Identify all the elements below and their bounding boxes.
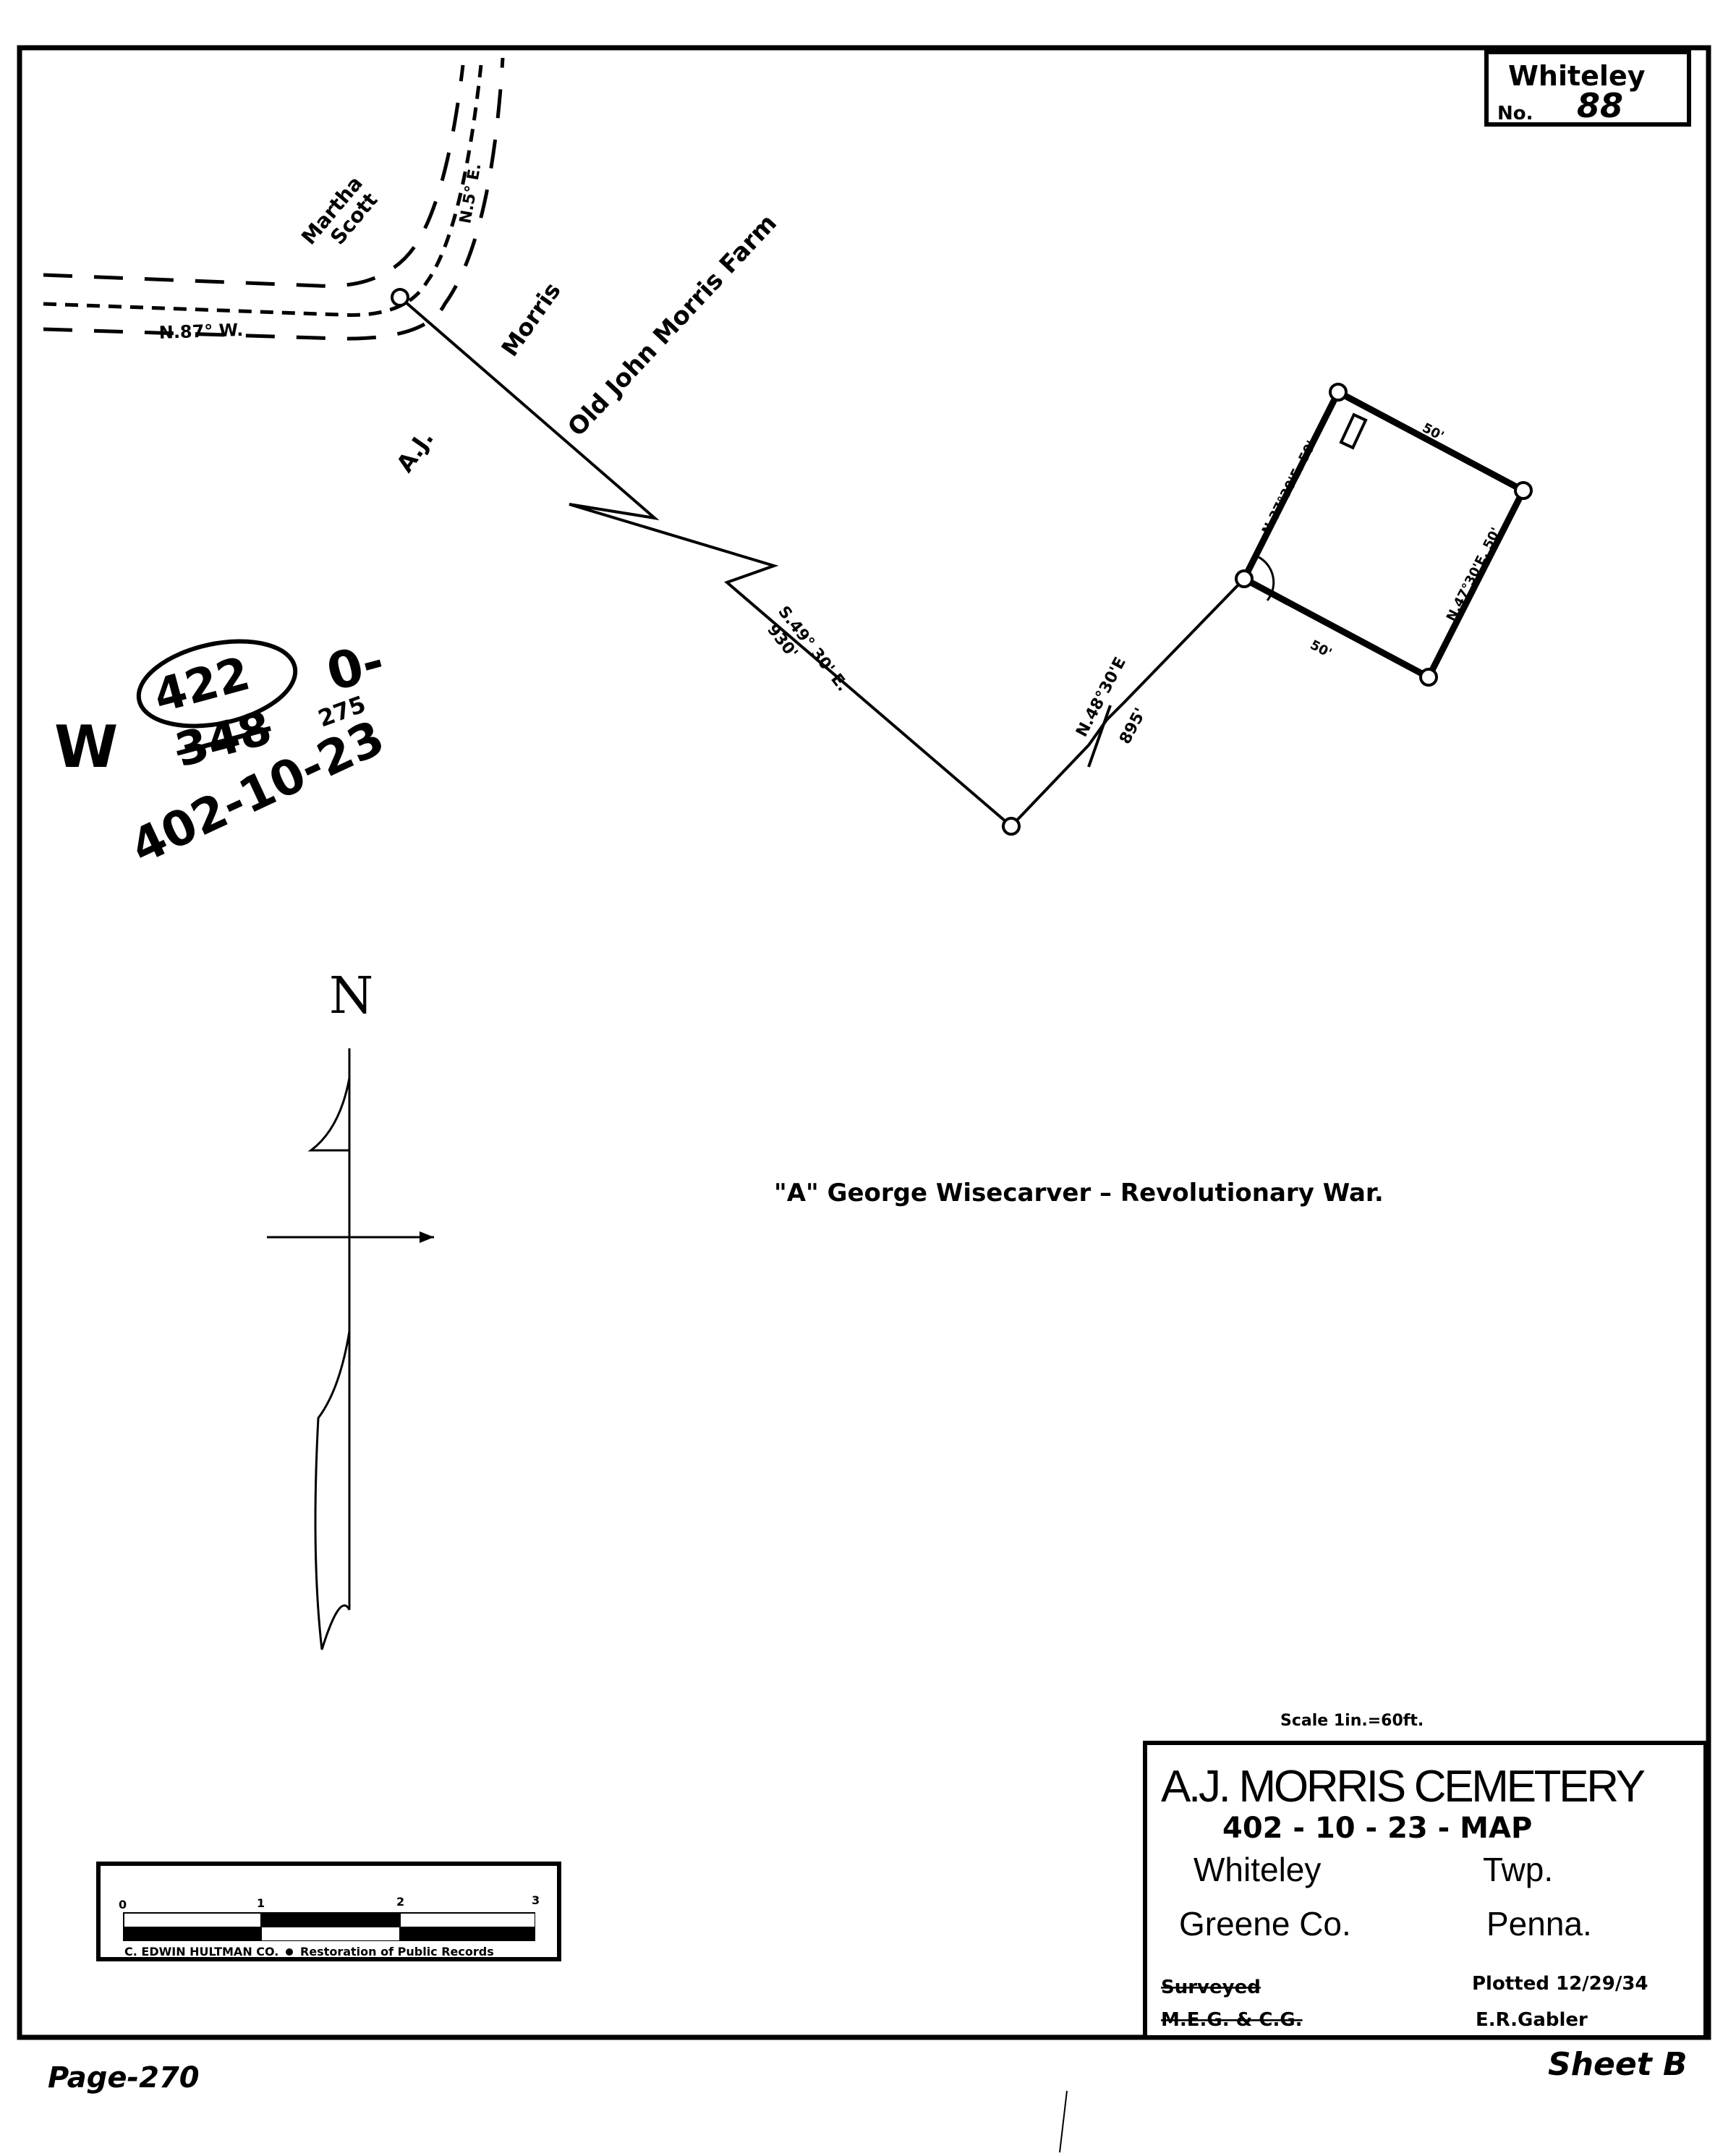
title: A.J. MORRIS CEMETERY: [1161, 1762, 1646, 1812]
morris-label: Morris: [495, 277, 566, 361]
township-label: Whiteley: [1508, 60, 1646, 92]
traverse-line: [399, 296, 1246, 828]
old-farm-label: Old John Morris Farm: [562, 209, 783, 443]
map-code: 402 - 10 - 23 - MAP: [1222, 1812, 1532, 1845]
plotter: E.R.Gabler: [1476, 2009, 1588, 2031]
lot-side-se: N.47°30'E. 50': [1444, 525, 1504, 624]
north-label: N: [329, 966, 373, 1025]
township-number-box: Whiteley No. 88: [1484, 50, 1691, 127]
township: Whiteley: [1194, 1851, 1321, 1888]
sheet-border: [17, 45, 1711, 2040]
scale-tick-0: 0: [119, 1898, 127, 1911]
road: [43, 57, 505, 341]
title-block: A.J. MORRIS CEMETERY 402 - 10 - 23 - MAP…: [1143, 1741, 1708, 2040]
handwritten-annotation: W 422 348 0- 275 402-10-23: [54, 631, 393, 875]
aj-label: A.J.: [391, 425, 438, 477]
state: Penna.: [1486, 1905, 1592, 1943]
sheet-number: 88: [1577, 86, 1623, 125]
stray-mark: [1059, 2090, 1068, 2153]
scale-bar: 0 1 2 3 C. EDWIN HULTMAN CO. Restoration…: [96, 1862, 561, 1961]
lot-side-nw: N.37°30'E. 50': [1259, 438, 1319, 537]
scale-caption-right: Restoration of Public Records: [300, 1945, 494, 1958]
twp: Twp.: [1483, 1851, 1553, 1888]
survey-points: [391, 288, 1533, 836]
plotted: Plotted 12/29/34: [1472, 1973, 1648, 1995]
hand-prefix: W: [54, 713, 118, 781]
cemetery-lot: [1240, 387, 1528, 682]
north-arrow: N: [267, 966, 434, 1650]
county: Greene Co.: [1179, 1905, 1351, 1943]
number-label: No.: [1497, 103, 1533, 124]
scale-text: Scale 1in.=60ft.: [1280, 1712, 1424, 1730]
scale-tick-2: 2: [396, 1895, 404, 1909]
scale-tick-1: 1: [257, 1896, 265, 1910]
surveyed-label: Surveyed: [1161, 1977, 1261, 1998]
course2-distance: 895': [1116, 705, 1150, 747]
scale-caption-left: C. EDWIN HULTMAN CO.: [124, 1945, 278, 1958]
lot-side-sw: 50': [1308, 637, 1335, 661]
grave-marker-a: [1339, 412, 1368, 450]
page-label: Page-270: [48, 2061, 200, 2095]
surveyors: M.E.G. & C.G.: [1161, 2009, 1303, 2031]
road-bearing-west: N.87° W.: [158, 320, 243, 343]
scale-tick-3: 3: [532, 1893, 540, 1907]
sheet-label: Sheet B: [1548, 2046, 1688, 2083]
grave-note: "A" George Wisecarver – Revolutionary Wa…: [774, 1179, 1384, 1208]
